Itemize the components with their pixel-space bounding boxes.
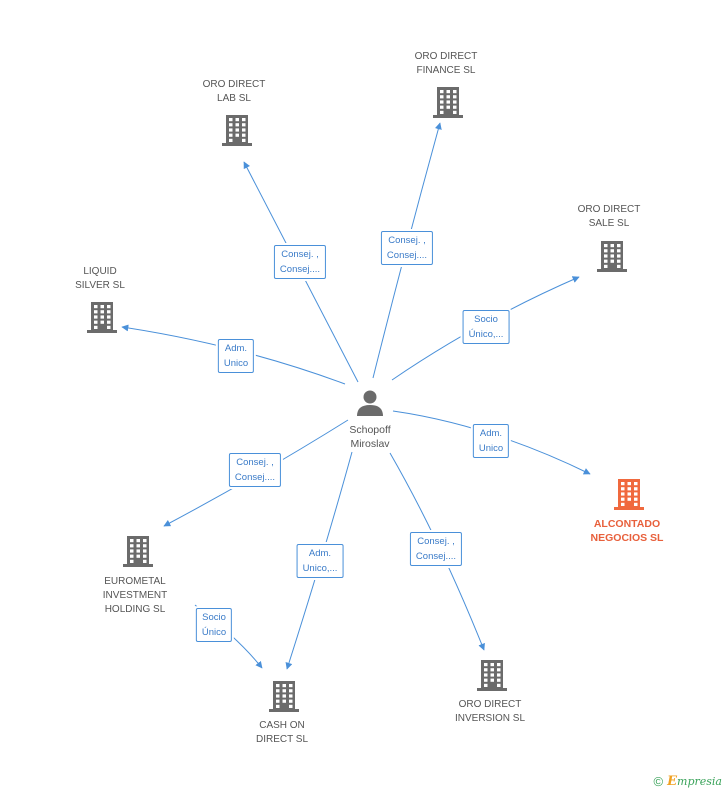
footer-brand: © Empresia [654, 774, 722, 789]
company-label-eurometal[interactable]: EUROMETAL INVESTMENT HOLDING SL [102, 576, 168, 615]
company-label-inversion[interactable]: ORO DIRECT INVERSION SL [454, 699, 526, 724]
edge-label-center-liquid[interactable]: Adm. Unico [217, 339, 255, 373]
building-icon-cash[interactable] [269, 681, 299, 712]
nodes-layer [87, 87, 644, 712]
building-icon-liquid[interactable] [87, 302, 117, 333]
edges-layer [121, 122, 591, 670]
edge-label-eurometal-cash[interactable]: Socio Único [195, 608, 233, 642]
company-label-lab[interactable]: ORO DIRECT LAB SL [202, 79, 266, 104]
building-icon-finance[interactable] [433, 87, 463, 118]
edge-label-center-sale[interactable]: Socio Único,... [462, 310, 510, 344]
building-icon-eurometal[interactable] [123, 536, 153, 567]
building-icon-inversion[interactable] [477, 660, 507, 691]
person-icon[interactable] [357, 390, 383, 417]
copyright-icon: © [653, 774, 664, 789]
person-name[interactable]: Schopoff Miroslav [349, 424, 391, 450]
company-label-cash[interactable]: CASH ON DIRECT SL [255, 720, 309, 745]
company-label-sale[interactable]: ORO DIRECT SALE SL [577, 204, 641, 229]
edge-label-center-inversion[interactable]: Consej. , Consej.... [409, 532, 463, 566]
edge-label-center-finance[interactable]: Consej. , Consej.... [380, 231, 434, 265]
building-icon-lab[interactable] [222, 115, 252, 146]
edge-label-center-alcontado[interactable]: Adm. Unico [472, 424, 510, 458]
edge-label-center-cash[interactable]: Adm. Unico,... [296, 544, 344, 578]
company-label-finance[interactable]: ORO DIRECT FINANCE SL [414, 51, 478, 76]
edge-label-center-lab[interactable]: Consej. , Consej.... [273, 245, 327, 279]
company-label-alcontado[interactable]: ALCONTADO NEGOCIOS SL [590, 518, 664, 544]
edge-label-center-eurometal[interactable]: Consej. , Consej.... [228, 453, 282, 487]
building-icon-alcontado[interactable] [614, 479, 644, 510]
building-icon-sale[interactable] [597, 241, 627, 272]
brand-logo[interactable]: Empresia [667, 774, 722, 789]
company-label-liquid[interactable]: LIQUID SILVER SL [75, 266, 125, 291]
